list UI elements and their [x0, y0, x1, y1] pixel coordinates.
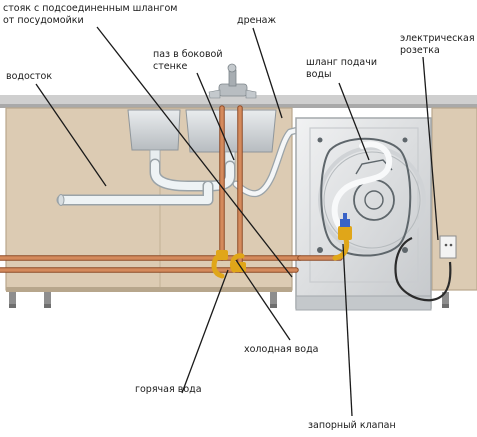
faucet — [208, 63, 257, 99]
drain-pipes — [56, 126, 302, 206]
washing-machine — [295, 117, 432, 311]
label-drain-outlet: водосток — [6, 71, 53, 82]
label-electric-socket: электрическая розетка — [400, 33, 475, 56]
label-side-wall-slot: паз в боковой стенке — [153, 49, 223, 72]
side-cabinet — [431, 107, 477, 291]
water-supply-hose — [331, 141, 393, 235]
double-sink — [127, 109, 277, 167]
pipe-fittings — [211, 213, 352, 279]
electric-socket — [439, 235, 457, 259]
leader-lines — [35, 26, 439, 417]
label-riser: стояк с подсоединенным шлангом от посудо… — [3, 3, 178, 26]
label-cold-water: холодная вода — [244, 344, 319, 355]
power-cord — [394, 236, 452, 302]
cabinet-legs — [9, 292, 449, 308]
label-shutoff-valve: запорный клапан — [308, 420, 396, 431]
label-water-supply-hose: шланг подачи воды — [306, 57, 378, 80]
label-drainage: дренаж — [237, 15, 277, 26]
label-hot-water: горячая вода — [135, 384, 202, 395]
